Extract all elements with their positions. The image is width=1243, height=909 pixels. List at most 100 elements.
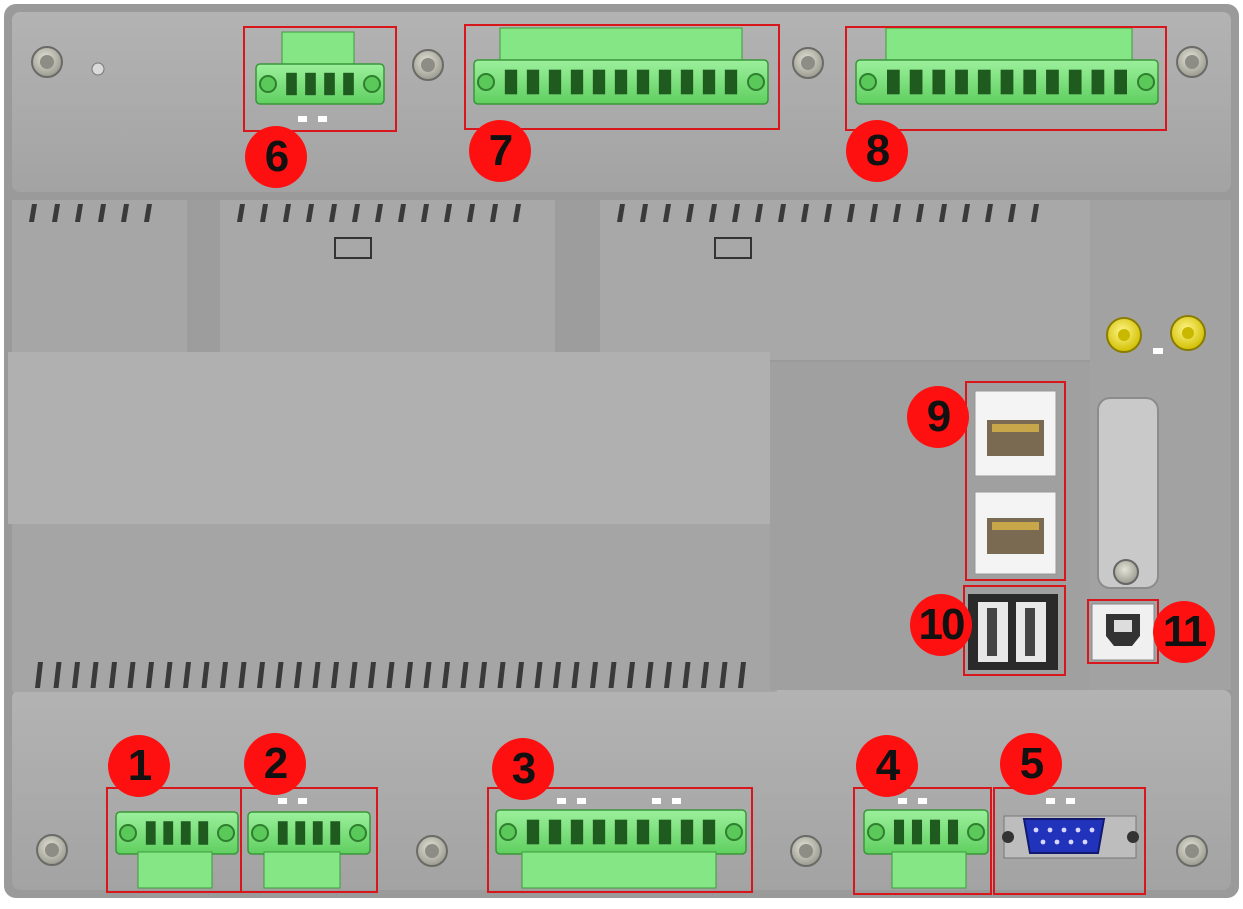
callout-badge-7: 7 <box>469 120 531 182</box>
highlight-box-9 <box>965 381 1066 581</box>
green-terminal-block-icon <box>247 811 371 889</box>
vent-slot <box>608 662 617 688</box>
vent-slot <box>755 204 763 222</box>
vent-slot <box>237 204 245 222</box>
screw-center <box>1185 55 1199 69</box>
highlight-box-5 <box>993 787 1146 895</box>
vent-slot <box>497 662 506 688</box>
green-terminal-block-icon <box>115 811 239 889</box>
raised-cover <box>8 352 770 524</box>
vent-block-left <box>12 200 187 360</box>
vent-slot <box>516 662 524 688</box>
vent-slots <box>29 204 1039 688</box>
callout-number: 11 <box>1162 607 1208 656</box>
vent-slot <box>386 662 395 688</box>
callout-number: 9 <box>926 392 951 441</box>
db9-icon <box>1002 815 1139 859</box>
vent-slot <box>553 662 561 688</box>
callout-number: 5 <box>1019 739 1044 788</box>
vent-slot <box>444 204 452 222</box>
callout-number: 8 <box>865 126 890 175</box>
vent-slot <box>701 662 709 688</box>
vent-slot <box>352 204 360 222</box>
vent-slot <box>824 204 832 222</box>
highlight-box-2 <box>240 787 378 893</box>
callout-badge-10: 10 <box>910 594 972 656</box>
vent-slot <box>664 662 672 688</box>
green-terminal-block-icon <box>255 31 385 105</box>
vent-slot <box>686 204 694 222</box>
vent-slot <box>467 204 475 222</box>
highlight-box-1 <box>106 787 242 893</box>
vent-slot <box>617 204 625 222</box>
usb-a-icon <box>968 594 1058 670</box>
highlight-box-10 <box>963 585 1066 676</box>
vent-slot <box>421 204 429 222</box>
vent-slot <box>939 204 947 222</box>
vent-slot <box>479 662 487 688</box>
callout-badge-2: 2 <box>244 733 306 795</box>
callout-badge-1: 1 <box>108 735 170 797</box>
vent-slot <box>682 662 691 688</box>
vent-slot <box>109 662 117 688</box>
vent-slot <box>90 662 99 688</box>
vent-block-right <box>600 200 1090 360</box>
vent-slot <box>1008 204 1016 222</box>
vent-slot <box>962 204 970 222</box>
callout-badge-8: 8 <box>846 120 908 182</box>
vent-slot <box>663 204 671 222</box>
vent-slot <box>53 662 62 688</box>
callout-number: 1 <box>127 741 152 790</box>
callout-badge-3: 3 <box>492 738 554 800</box>
vent-block-middle <box>220 200 555 360</box>
channel-strip-right <box>555 200 600 360</box>
vent-slot <box>645 662 654 688</box>
vent-slot <box>260 204 268 222</box>
ground-icon <box>1118 329 1130 341</box>
vent-slot <box>778 204 786 222</box>
screw-center <box>45 843 59 857</box>
callout-number: 6 <box>264 132 289 181</box>
highlight-box-6 <box>243 26 397 132</box>
vent-slot <box>331 662 339 688</box>
vent-slot <box>442 662 450 688</box>
vent-slot <box>513 204 521 222</box>
vent-slot <box>732 204 740 222</box>
vent-slot <box>590 662 598 688</box>
terminal-blocks <box>115 27 1159 889</box>
rj45-icon <box>974 390 1057 575</box>
vent-slot <box>75 204 83 222</box>
vent-slot <box>405 662 413 688</box>
ground-icon <box>1182 327 1194 339</box>
screw-center <box>1185 844 1199 858</box>
screw-center <box>801 56 815 70</box>
vent-slot <box>893 204 901 222</box>
callout-badge-9: 9 <box>907 386 969 448</box>
highlight-box-7 <box>464 24 780 130</box>
vent-slot <box>98 204 106 222</box>
vent-slot <box>640 204 648 222</box>
vent-slot <box>312 662 321 688</box>
usb-b-icon <box>1091 603 1155 661</box>
vent-slot <box>738 662 746 688</box>
screw-center <box>421 58 435 72</box>
vent-slot <box>29 204 37 222</box>
screw-center <box>799 844 813 858</box>
vent-slot <box>847 204 855 222</box>
side-clip <box>1097 397 1159 589</box>
vent-slot <box>985 204 993 222</box>
vent-slot <box>571 662 580 688</box>
indicator-led <box>91 62 105 76</box>
vent-slot <box>257 662 265 688</box>
callout-number: 10 <box>918 600 966 649</box>
vent-slot <box>460 662 469 688</box>
callout-number: 4 <box>875 741 900 790</box>
vent-slot <box>916 204 924 222</box>
side-clip-screw <box>1113 559 1139 585</box>
release-tab-left <box>334 237 372 259</box>
callout-badge-4: 4 <box>856 735 918 797</box>
vent-slot <box>398 204 406 222</box>
vent-slot <box>238 662 247 688</box>
vent-slot <box>423 662 432 688</box>
highlight-box-8 <box>845 26 1167 131</box>
